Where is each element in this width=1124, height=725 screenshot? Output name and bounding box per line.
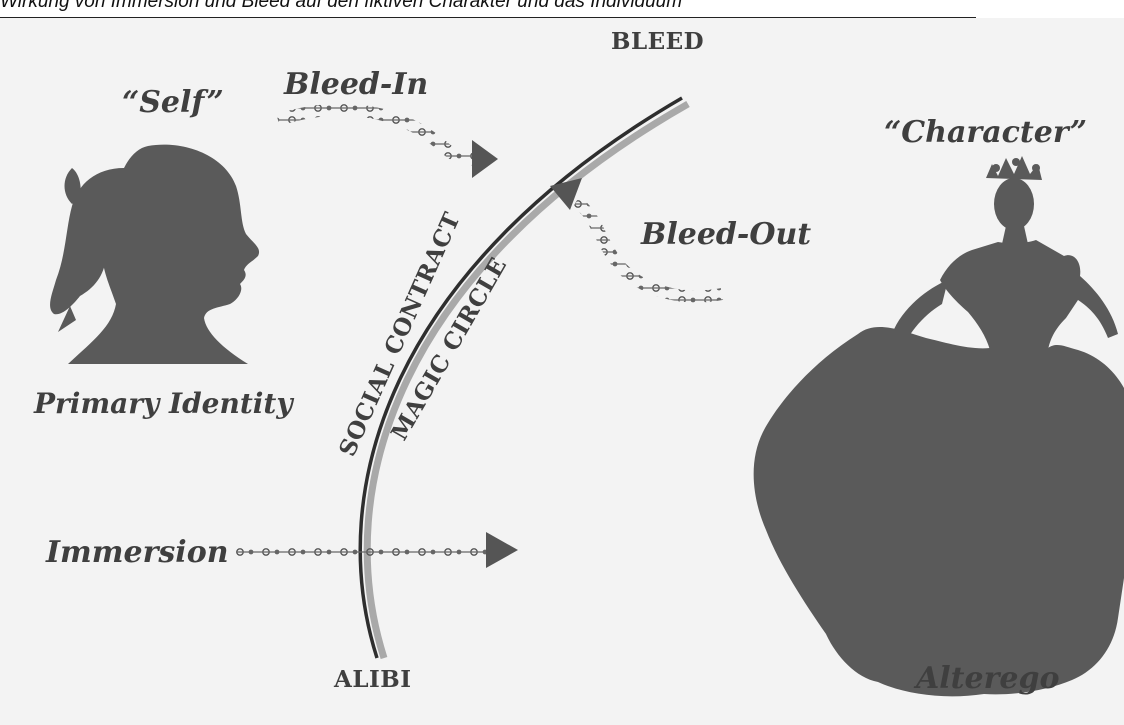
woman-head-silhouette-icon: [50, 145, 259, 364]
figure-caption: Wirkung von Immersion und Bleed auf den …: [0, 0, 682, 13]
bleed-label: BLEED: [611, 30, 704, 53]
figure-caption-bar: Wirkung von Immersion und Bleed auf den …: [0, 0, 1124, 18]
bleed-in-label: Bleed-In: [284, 70, 428, 100]
bleed-out-label: Bleed-Out: [641, 220, 811, 250]
alibi-label: ALIBI: [334, 668, 411, 691]
bleed-in-arrow-icon: [472, 140, 498, 178]
alterego-label: Alterego: [916, 664, 1060, 694]
primary-identity-label: Primary Identity: [34, 390, 293, 418]
bleed-diagram: SOCIAL CONTRACT MAGIC CIRCLE “Self” Prim…: [0, 18, 1124, 725]
immersion-arrow-icon: [486, 532, 518, 568]
bleed-in-vine: [278, 110, 476, 160]
immersion-label: Immersion: [46, 538, 229, 568]
self-label: “Self”: [122, 88, 224, 118]
character-label: “Character”: [884, 118, 1087, 148]
